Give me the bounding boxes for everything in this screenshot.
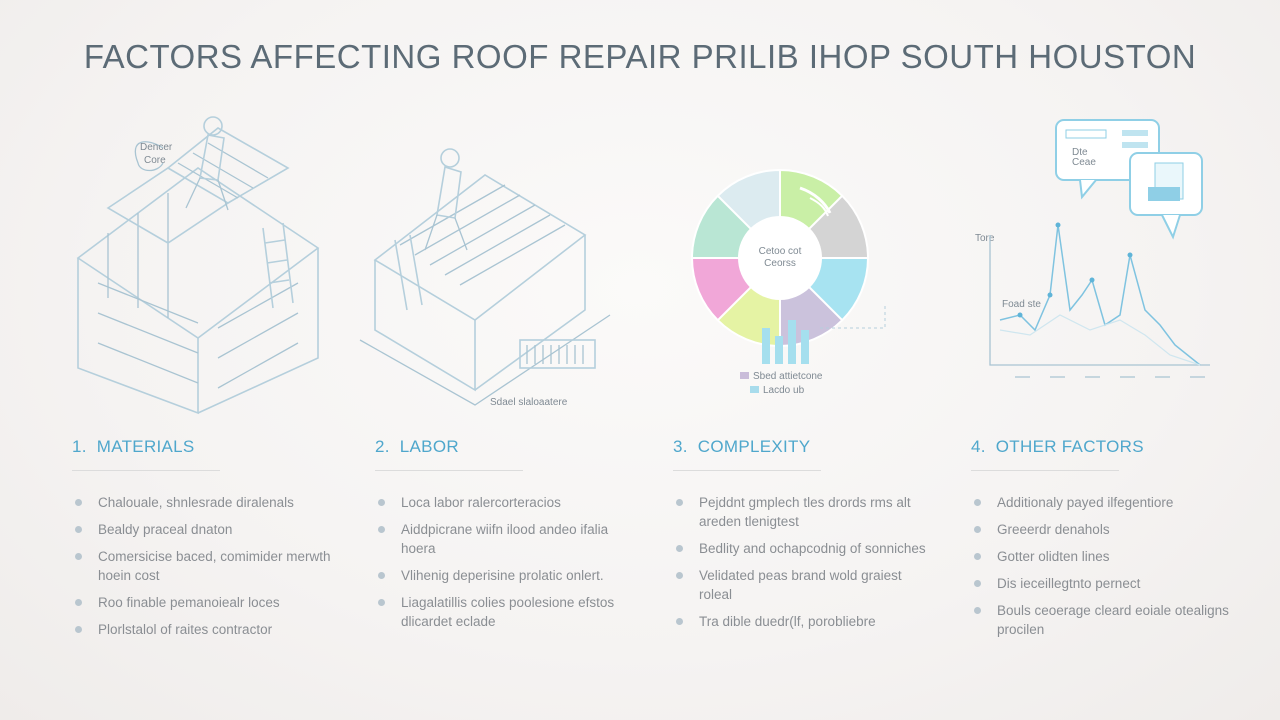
factor-column-3: 3. COMPLEXITY Pejddnt gmplech tles drords …: [673, 437, 933, 639]
factor-text: Greeerdr denahols: [997, 522, 1110, 537]
bullet-icon: [378, 599, 385, 606]
factor-text: Bealdy praceal dnaton: [98, 522, 233, 537]
bullet-icon: [974, 553, 981, 560]
bullet-icon: [974, 526, 981, 533]
column-heading: 3. COMPLEXITY: [673, 437, 933, 457]
price-trend-illustration: Dte Ceae Tore Foad ste: [975, 119, 1210, 378]
factor-text: Aiddpicrane wiifn ilood andeo ifalia hoe…: [401, 522, 609, 556]
bullet-icon: [974, 580, 981, 587]
factor-text: Additionaly payed ilfegentiore: [997, 495, 1174, 510]
factor-item: Bouls ceoerage cleard eoiale otealigns p…: [971, 601, 1231, 639]
pie-center-line2: Ceorss: [764, 258, 796, 269]
bullet-icon: [75, 499, 82, 506]
chart-label-mid: Foad ste: [1002, 299, 1041, 310]
house-caption: Sdael slaloaatere: [490, 397, 568, 408]
factor-item: Tra dible duedr(lf, porobliebre: [673, 612, 933, 631]
column-number: 3.: [673, 437, 688, 456]
column-title: COMPLEXITY: [697, 437, 811, 456]
column-heading: 2. LABOR: [375, 437, 635, 457]
bullet-icon: [378, 499, 385, 506]
legend-label-2: Lacdo ub: [763, 385, 805, 396]
factor-text: Pejddnt gmplech tles drords rms alt ared…: [699, 495, 911, 529]
bullet-icon: [75, 599, 82, 606]
factor-item: Greeerdr denahols: [971, 520, 1231, 539]
factor-text: Dis ieceillegtnto pernect: [997, 576, 1141, 591]
bullet-icon: [676, 545, 683, 552]
factor-list: Pejddnt gmplech tles drords rms alt ared…: [673, 493, 933, 631]
factor-item: Chalouale, shnlesrade diralenals: [72, 493, 332, 512]
chart-label-top: Tore: [975, 233, 995, 244]
bullet-icon: [378, 572, 385, 579]
factor-text: Roo finable pemanoiealr loces: [98, 595, 280, 610]
bubble-label-1: Dte: [1072, 147, 1088, 158]
house-with-worker-illustration: Dencer Core: [76, 116, 320, 415]
factor-item: Velidated peas brand wold graiest roleal: [673, 566, 933, 604]
bullet-icon: [378, 526, 385, 533]
factor-item: Pejddnt gmplech tles drords rms alt ared…: [673, 493, 933, 531]
bullet-icon: [75, 553, 82, 560]
heading-divider: [72, 470, 220, 471]
factor-item: Bedlity and ochapcodnig of sonniches: [673, 539, 933, 558]
factor-item: Roo finable pemanoiealr loces: [72, 593, 332, 612]
bullet-icon: [75, 626, 82, 633]
factor-text: Velidated peas brand wold graiest roleal: [699, 568, 902, 602]
factor-text: Chalouale, shnlesrade diralenals: [98, 495, 294, 510]
column-title: MATERIALS: [96, 437, 195, 456]
factor-item: Additionaly payed ilfegentiore: [971, 493, 1231, 512]
column-heading: 4. OTHER FACTORS: [971, 437, 1231, 457]
factor-item: Aiddpicrane wiifn ilood andeo ifalia hoe…: [375, 520, 635, 558]
factor-item: Loca labor ralercorteracios: [375, 493, 635, 512]
factor-text: Gotter olidten lines: [997, 549, 1110, 564]
bullet-icon: [676, 618, 683, 625]
bullet-icon: [974, 607, 981, 614]
bubble-label-2: Ceae: [1072, 157, 1096, 168]
factor-text: Vlihenig deperisine prolatic onlert.: [401, 568, 604, 583]
roofer-house-illustration: Sdael slaloaatere: [359, 148, 611, 408]
bubble-text-line1: Dencer: [140, 142, 173, 153]
bubble-text-line2: Core: [144, 155, 166, 166]
factor-item: Bealdy praceal dnaton: [72, 520, 332, 539]
heading-divider: [375, 470, 523, 471]
legend-swatch-2: [750, 386, 759, 393]
bullet-icon: [676, 572, 683, 579]
column-title: OTHER FACTORS: [995, 437, 1144, 456]
heading-divider: [673, 470, 821, 471]
factor-item: Dis ieceillegtnto pernect: [971, 574, 1231, 593]
page-title: FACTORS AFFECTING ROOF REPAIR PRILIB IHO…: [83, 38, 1197, 75]
factor-item: Vlihenig deperisine prolatic onlert.: [375, 566, 635, 585]
factor-item: Plorlstalol of raites contractor: [72, 620, 332, 639]
legend-swatch-1: [740, 372, 749, 379]
bullet-icon: [75, 526, 82, 533]
factor-text: Bouls ceoerage cleard eoiale otealigns p…: [997, 603, 1229, 637]
factor-text: Tra dible duedr(lf, porobliebre: [699, 614, 876, 629]
factor-column-1: 1. MATERIALS Chalouale, shnlesrade diralen…: [72, 437, 332, 647]
cost-pie-illustration: Cetoo cot Ceorss Sbed attietcone Lacdo u…: [690, 168, 886, 396]
factor-item: Liagalatillis colies poolesione efstos d…: [375, 593, 635, 631]
factor-text: Comersicise baced, comimider merwth hoei…: [98, 549, 331, 583]
column-number: 2.: [375, 437, 390, 456]
column-number: 1.: [72, 437, 87, 456]
factor-item: Comersicise baced, comimider merwth hoei…: [72, 547, 332, 585]
heading-divider: [971, 470, 1119, 471]
factor-text: Liagalatillis colies poolesione efstos d…: [401, 595, 615, 629]
bullet-icon: [676, 499, 683, 506]
legend-label-1: Sbed attietcone: [753, 371, 823, 382]
column-number: 4.: [971, 437, 986, 456]
factor-text: Bedlity and ochapcodnig of sonniches: [699, 541, 926, 556]
pie-center-line1: Cetoo cot: [759, 246, 802, 257]
factor-column-4: 4. OTHER FACTORS Additionaly payed ilfegen…: [971, 437, 1231, 647]
column-heading: 1. MATERIALS: [72, 437, 332, 457]
bullet-icon: [974, 499, 981, 506]
factor-text: Plorlstalol of raites contractor: [98, 622, 273, 637]
column-title: LABOR: [399, 437, 459, 456]
factor-item: Gotter olidten lines: [971, 547, 1231, 566]
factor-text: Loca labor ralercorteracios: [401, 495, 561, 510]
